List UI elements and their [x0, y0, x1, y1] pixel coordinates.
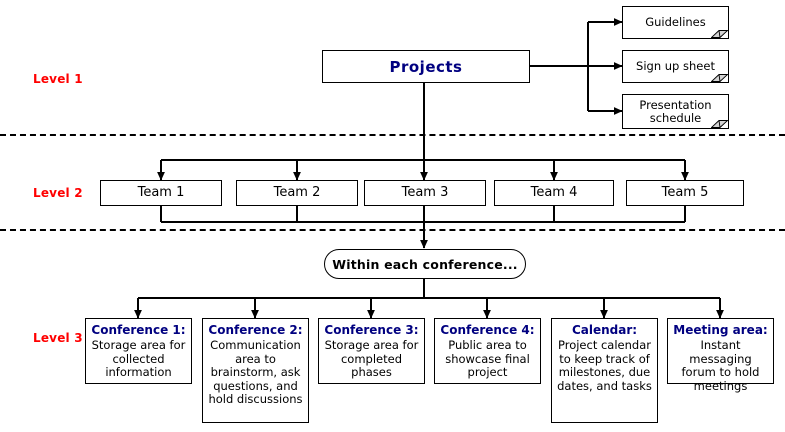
conference-node-1-title: Conference 1:	[91, 323, 186, 337]
team-node-3[interactable]: Team 3	[364, 180, 486, 206]
calendar-node[interactable]: Calendar: Project calendar to keep track…	[551, 318, 658, 423]
team-node-2[interactable]: Team 2	[236, 180, 358, 206]
conference-node-2-desc: Communication area to brainstorm, ask qu…	[208, 338, 303, 406]
calendar-node-desc: Project calendar to keep track of milest…	[557, 338, 652, 393]
document-sign-up-sheet[interactable]: Sign up sheet	[622, 50, 729, 83]
level-2-label: Level 2	[33, 186, 83, 200]
conference-node-2-title: Conference 2:	[208, 323, 303, 337]
conference-node-4[interactable]: Conference 4: Public area to showcase fi…	[434, 318, 541, 384]
document-presentation-schedule-label: Presentation schedule	[622, 94, 729, 129]
conference-node-3-desc: Storage area for completed phases	[324, 338, 419, 379]
conference-node-4-title: Conference 4:	[440, 323, 535, 337]
level-divider-2	[0, 229, 785, 231]
gateway-within-each-conference[interactable]: Within each conference...	[324, 249, 526, 279]
level-3-label: Level 3	[33, 331, 83, 345]
root-node-projects[interactable]: Projects	[322, 50, 530, 83]
team-node-4[interactable]: Team 4	[494, 180, 614, 206]
conference-node-2[interactable]: Conference 2: Communication area to brai…	[202, 318, 309, 423]
document-guidelines-label: Guidelines	[622, 6, 729, 39]
conference-node-1-desc: Storage area for collected information	[91, 338, 186, 379]
document-presentation-schedule[interactable]: Presentation schedule	[622, 94, 729, 129]
document-sign-up-sheet-label: Sign up sheet	[622, 50, 729, 83]
meeting-area-node-title: Meeting area:	[673, 323, 768, 337]
conference-node-3[interactable]: Conference 3: Storage area for completed…	[318, 318, 425, 384]
calendar-node-title: Calendar:	[571, 323, 638, 337]
level-1-label: Level 1	[33, 72, 83, 86]
meeting-area-node[interactable]: Meeting area: Instant messaging forum to…	[667, 318, 774, 392]
level-divider-1	[0, 134, 785, 136]
team-node-1[interactable]: Team 1	[100, 180, 222, 206]
document-guidelines[interactable]: Guidelines	[622, 6, 729, 39]
meeting-area-node-desc: Instant messaging forum to hold meetings	[681, 338, 760, 393]
conference-node-4-desc: Public area to showcase final project	[445, 338, 530, 379]
conference-node-1[interactable]: Conference 1: Storage area for collected…	[85, 318, 192, 384]
conference-node-3-title: Conference 3:	[324, 323, 419, 337]
team-node-5[interactable]: Team 5	[626, 180, 744, 206]
